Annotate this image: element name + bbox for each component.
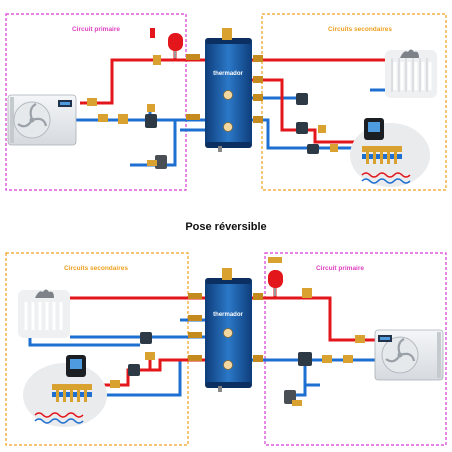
top-secondary-zone	[261, 13, 447, 191]
top-primary-zone	[5, 13, 187, 191]
bottom-tank-brand: thermador	[213, 312, 243, 318]
bottom-primary-valves	[253, 288, 365, 406]
top-primary-label: Circuit primaire	[72, 26, 120, 33]
bottom-floor-heating	[23, 355, 107, 427]
top-floor-heating	[350, 118, 430, 187]
top-radiator	[385, 49, 437, 98]
bottom-panel: Circuits secondaires Circuit primaire	[5, 252, 447, 446]
top-heat-pump	[7, 94, 77, 146]
top-buffer-tank: thermador	[205, 28, 252, 152]
bottom-heat-pump	[374, 329, 444, 381]
top-expansion-vessel	[150, 28, 183, 58]
bottom-secondary-valves	[110, 293, 202, 388]
bottom-primary-zone	[264, 252, 447, 446]
top-tank-brand: thermador	[213, 71, 243, 77]
bottom-primary-label: Circuit primaire	[316, 265, 364, 272]
bottom-buffer-tank: thermador	[205, 268, 252, 392]
bottom-secondary-zone	[5, 252, 189, 446]
bottom-secondary-label: Circuits secondaires	[64, 265, 128, 272]
top-panel: Circuit primaire Circuits secondaires	[5, 13, 447, 191]
top-primary-valves	[87, 54, 200, 169]
bottom-radiator	[18, 289, 70, 338]
top-secondary-valves	[253, 55, 338, 154]
top-secondary-label: Circuits secondaires	[328, 26, 392, 33]
bottom-expansion-vessel	[268, 257, 283, 296]
page-title: Pose réversible	[185, 221, 266, 233]
